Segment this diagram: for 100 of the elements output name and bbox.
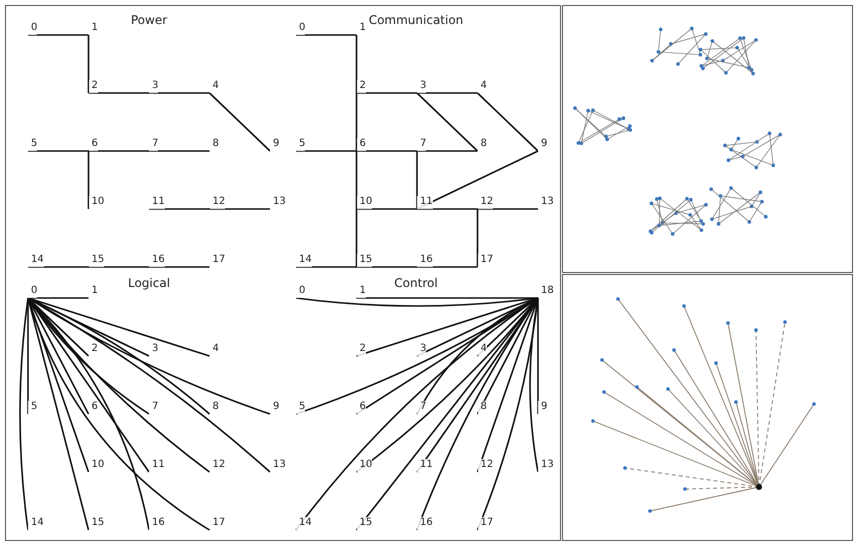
- graph-node: 9: [538, 401, 548, 414]
- graph-node: 10: [356, 196, 372, 209]
- connector-line: [417, 208, 478, 210]
- graph-node: 15: [356, 517, 372, 530]
- graph-node: 4: [478, 80, 487, 93]
- connector-line: [356, 150, 417, 152]
- connector-line: [537, 298, 539, 414]
- graph-node: 14: [296, 254, 312, 267]
- graph-node: 7: [149, 401, 158, 414]
- connector-line: [88, 150, 149, 152]
- graph-node: 3: [149, 343, 158, 356]
- graph-node: 5: [28, 138, 38, 151]
- connector-line: [416, 151, 418, 209]
- graph-node: 0: [296, 285, 306, 298]
- connector-line: [417, 266, 478, 268]
- graph-node: 16: [417, 517, 433, 530]
- graph-node: 13: [538, 459, 554, 472]
- connector-line: [356, 266, 417, 268]
- graph-node: 15: [356, 254, 372, 267]
- graph-node: 15: [88, 254, 104, 267]
- graph-node: 7: [149, 138, 158, 151]
- connector-line: [417, 150, 478, 152]
- connector-line: [88, 92, 149, 94]
- graph-node: 14: [296, 517, 312, 530]
- graph-node: 16: [417, 254, 433, 267]
- network-plot-drawing: [562, 5, 853, 273]
- connector-line: [149, 150, 210, 152]
- connector-line: [356, 297, 538, 357]
- graph-node: 3: [149, 80, 158, 93]
- graph-node: 14: [28, 517, 44, 530]
- connector-line: [296, 34, 356, 36]
- graph-node: 11: [417, 196, 433, 209]
- graph-node: 5: [28, 401, 38, 414]
- graph-node: 4: [478, 343, 487, 356]
- graph-node: 8: [478, 401, 487, 414]
- graph-node: 6: [88, 138, 98, 151]
- graph-node: 0: [296, 22, 306, 35]
- connector-line: [356, 92, 417, 94]
- graph-node: 12: [478, 459, 494, 472]
- graph-node: 10: [88, 459, 104, 472]
- connector-line: [28, 150, 88, 152]
- graph-node: 12: [210, 196, 226, 209]
- graph-node: 6: [88, 401, 98, 414]
- graph-node: 4: [210, 80, 219, 93]
- graph-node: 0: [28, 22, 38, 35]
- graph-node: 11: [417, 459, 433, 472]
- graph-node: 17: [478, 254, 494, 267]
- graph-node: 9: [538, 138, 548, 151]
- connector-line: [210, 208, 270, 210]
- connector-line: [356, 208, 417, 210]
- connector-line: [416, 92, 478, 152]
- connector-line: [149, 92, 210, 94]
- graph-node: 7: [417, 401, 426, 414]
- graph-node: 9: [270, 401, 280, 414]
- connector-line: [417, 92, 478, 94]
- connector-line: [476, 298, 539, 530]
- connector-line: [88, 35, 90, 93]
- graph-node: 5: [296, 138, 306, 151]
- connector-line: [478, 208, 538, 210]
- connector-line: [356, 151, 358, 209]
- connector-line: [416, 297, 538, 414]
- graph-node: 10: [356, 459, 372, 472]
- connector-line: [19, 298, 29, 530]
- connector-line: [88, 266, 149, 268]
- connector-line: [149, 208, 210, 210]
- graph-node: 9: [270, 138, 280, 151]
- graph-node: 2: [356, 343, 366, 356]
- graph-node: 17: [478, 517, 494, 530]
- graph-node: 6: [356, 401, 366, 414]
- connector-line: [356, 35, 358, 93]
- graph-node: 3: [417, 343, 426, 356]
- graph-node: 14: [28, 254, 44, 267]
- connector-line: [476, 209, 478, 267]
- connector-line: [356, 93, 358, 151]
- network-plot-drawing: [562, 274, 853, 541]
- graph-node: 16: [149, 254, 165, 267]
- panel-title: Logical: [128, 276, 170, 290]
- panel-title: Control: [394, 276, 438, 290]
- connector-line: [88, 151, 90, 209]
- graph-node: 10: [88, 196, 104, 209]
- panel-title: Communication: [368, 13, 464, 27]
- connector-line: [208, 92, 271, 152]
- graph-node: 0: [28, 285, 38, 298]
- connector-line: [296, 266, 356, 268]
- connector-line: [476, 92, 539, 152]
- connector-line: [296, 150, 356, 152]
- graph-node: 15: [88, 517, 104, 530]
- connector-line: [149, 266, 210, 268]
- graph-node: 3: [417, 80, 426, 93]
- connector-line: [28, 266, 88, 268]
- connector-line: [356, 297, 538, 299]
- graph-node: 12: [478, 196, 494, 209]
- graph-node: 13: [270, 459, 286, 472]
- graph-node: 7: [417, 138, 426, 151]
- graph-node: 11: [149, 196, 165, 209]
- graph-node: 11: [149, 459, 165, 472]
- graph-node: 16: [149, 517, 165, 530]
- connector-line: [356, 209, 358, 267]
- connector-line: [28, 34, 88, 36]
- panel-title: Power: [130, 13, 168, 27]
